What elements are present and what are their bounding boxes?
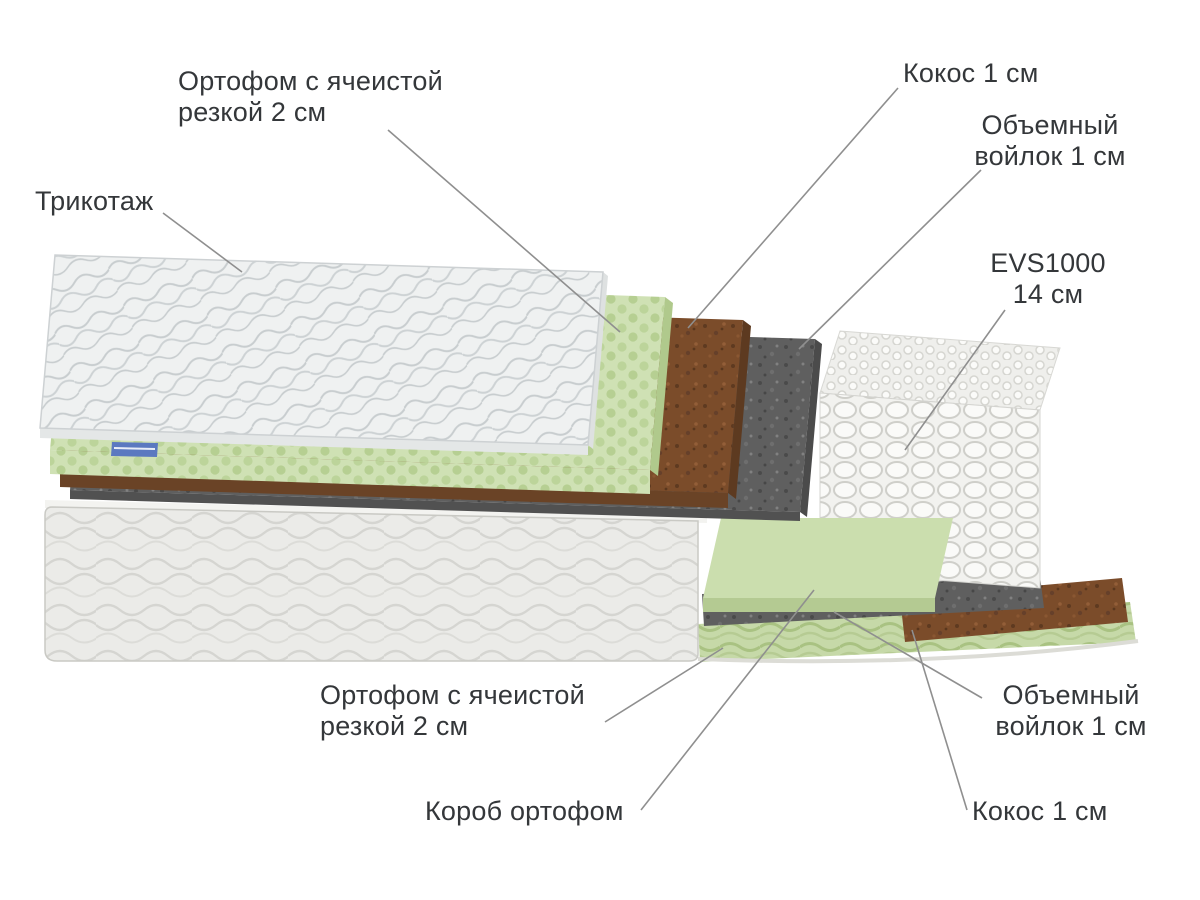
leader-coconut-bottom (911, 629, 968, 811)
label-knit-cover-line1: Трикотаж (35, 186, 154, 216)
leader-foam-top (387, 129, 621, 333)
label-knit-cover: Трикотаж (35, 186, 153, 217)
brand-tag-stripe (114, 447, 155, 450)
label-coconut-top: Кокос 1 см (903, 58, 1038, 89)
coconut-top-layer-edge (728, 320, 751, 499)
leader-lines (162, 87, 1006, 811)
cellular-foam-top-edge (650, 297, 673, 476)
label-cellular-foam-bottom-line1: Ортофом с ячеистой (320, 680, 585, 710)
coconut-top-layer-front (60, 472, 728, 508)
leader-box (640, 589, 815, 811)
foam-box-front (703, 598, 935, 612)
foam-box-top (703, 518, 953, 598)
felt-top-layer-front (70, 490, 800, 521)
label-felt-top-line1: Объемный (981, 110, 1119, 140)
label-felt-bottom: Объемный войлок 1 см (980, 680, 1162, 742)
mattress-side-cover (44, 506, 699, 662)
cellular-foam-top-front (50, 450, 650, 494)
label-coconut-bottom: Кокос 1 см (972, 796, 1107, 827)
leader-coconut-top (687, 87, 899, 329)
label-cellular-foam-top-line2: резкой 2 см (178, 97, 327, 127)
label-spring-block-line2: 14 см (1012, 279, 1084, 309)
label-foam-box-line1: Короб ортофом (425, 796, 624, 826)
knit-cover-front (40, 428, 588, 455)
knit-cover-layer (39, 254, 604, 446)
label-cellular-foam-bottom: Ортофом с ячеистой резкой 2 см (320, 680, 585, 742)
label-foam-box: Короб ортофом (425, 796, 624, 827)
felt-top-layer-edge (800, 339, 822, 517)
label-felt-top: Объемный войлок 1 см (965, 110, 1135, 172)
label-felt-bottom-line2: войлок 1 см (995, 711, 1147, 741)
cover-piping (697, 639, 1139, 664)
label-felt-bottom-line1: Объемный (1002, 680, 1140, 710)
leader-knit (162, 212, 243, 273)
leader-springs (904, 309, 1006, 451)
label-cellular-foam-bottom-line2: резкой 2 см (320, 711, 469, 741)
label-cellular-foam-top-line1: Ортофом с ячеистой (178, 66, 443, 96)
leader-felt-top (798, 169, 982, 350)
label-coconut-bottom-line1: Кокос 1 см (972, 796, 1108, 826)
label-spring-block-line1: EVS1000 (990, 248, 1106, 278)
leader-foam-bottom (604, 647, 724, 723)
label-spring-block: EVS1000 14 см (978, 248, 1118, 310)
label-felt-top-line2: войлок 1 см (974, 141, 1126, 171)
label-coconut-top-line1: Кокос 1 см (903, 58, 1039, 88)
leader-felt-bottom (833, 611, 983, 699)
label-cellular-foam-top: Ортофом с ячеистой резкой 2 см (178, 66, 443, 128)
